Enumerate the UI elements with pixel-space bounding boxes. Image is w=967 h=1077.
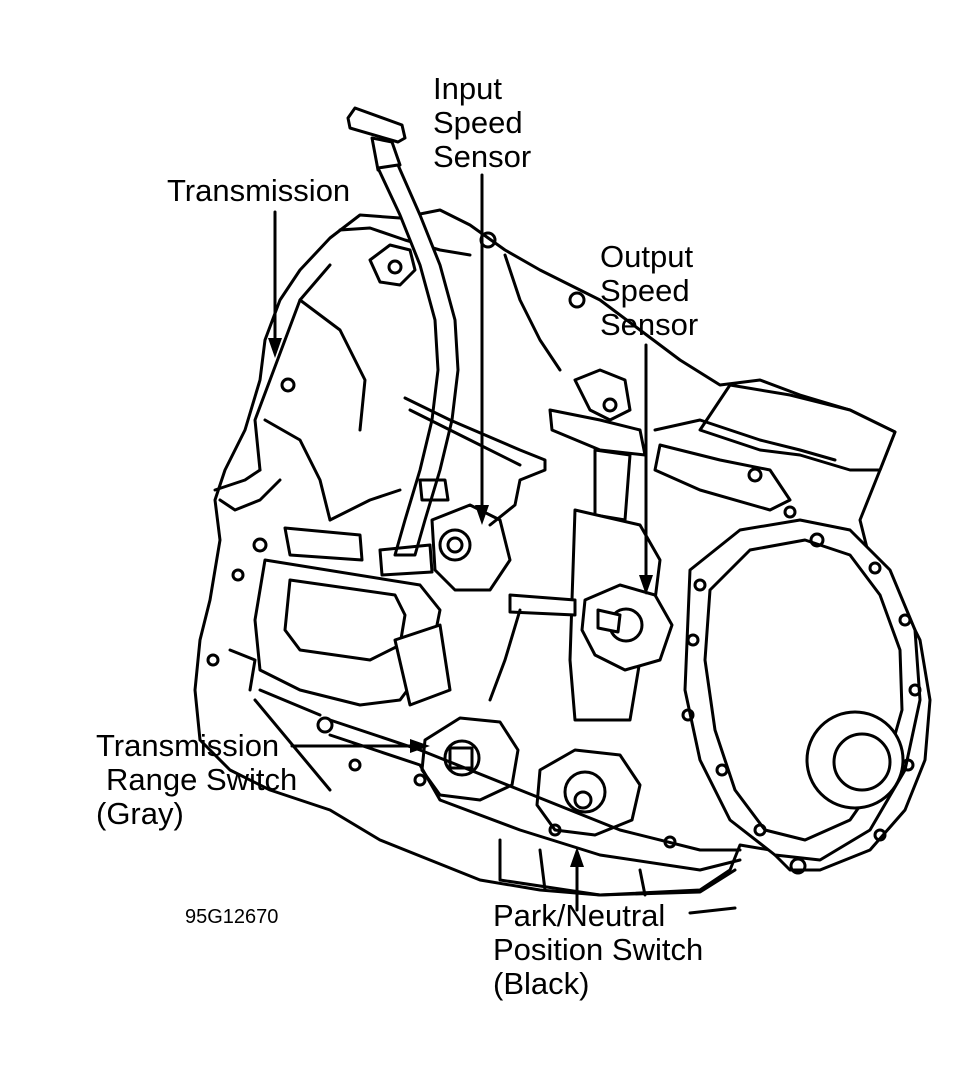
range-switch-line-2: Range Switch <box>106 762 298 797</box>
output-speed-sensor-label: Output Speed Sensor <box>600 240 698 342</box>
input-speed-sensor-drawing <box>403 396 547 592</box>
dipstick-tube <box>346 106 460 577</box>
transmission-range-switch-label: Transmission Range Switch (Gray) <box>96 729 297 831</box>
park-neutral-line-1: Park/Neutral <box>493 898 666 933</box>
park-neutral-switch-drawing <box>535 748 642 837</box>
range-switch-line-3: (Gray) <box>96 796 184 831</box>
output-speed-sensor-line-2: Speed <box>600 273 690 308</box>
input-speed-sensor-line-1: Input <box>433 71 502 106</box>
range-switch-line-1: Transmission <box>96 728 280 763</box>
leader-lines <box>268 173 737 915</box>
output-speed-sensor-line-1: Output <box>600 239 694 274</box>
transmission-label: Transmission <box>167 173 351 208</box>
output-speed-sensor-line-3: Sensor <box>600 307 699 342</box>
differential-cover <box>653 383 922 875</box>
output-speed-sensor-drawing <box>488 408 674 722</box>
input-speed-sensor-label: Input Speed Sensor <box>433 72 531 174</box>
park-neutral-switch-label: Park/Neutral Position Switch (Black) <box>493 899 703 1001</box>
figure-id: 95G12670 <box>185 906 279 928</box>
valve-body <box>228 526 452 707</box>
park-neutral-line-2: Position Switch <box>493 932 704 967</box>
park-neutral-line-3: (Black) <box>493 966 590 1001</box>
input-speed-sensor-line-2: Speed <box>433 105 523 140</box>
input-speed-sensor-line-3: Sensor <box>433 139 532 174</box>
